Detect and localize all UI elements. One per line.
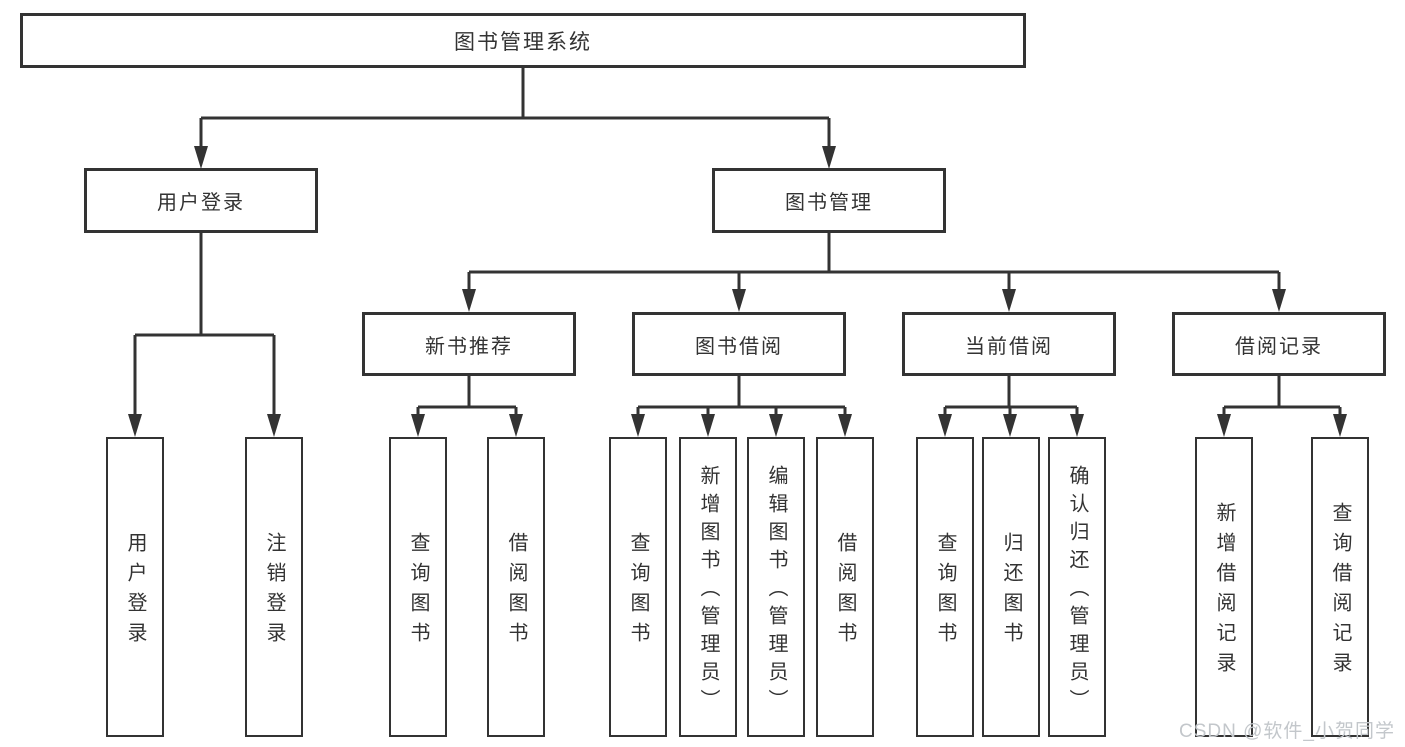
node-label: 编辑图书（管理员） <box>765 465 787 717</box>
node-library-management-system: 图书管理系统 <box>20 13 1026 68</box>
node-book-borrowing: 图书借阅 <box>632 312 846 376</box>
node-label: 归还图书 <box>1000 532 1022 652</box>
node-user-login: 用户登录 <box>84 168 318 233</box>
node-label: 图书借阅 <box>695 335 783 358</box>
node-cb-confirm-return-admin: 确认归还（管理员） <box>1048 437 1106 737</box>
node-nbr-query-books: 查询图书 <box>389 437 447 737</box>
node-logout: 注销登录 <box>245 437 303 737</box>
node-label: 用户登录 <box>157 192 245 214</box>
node-label: 注销登录 <box>263 532 285 652</box>
node-user-login-leaf: 用户登录 <box>106 437 164 737</box>
watermark: CSDN @软件_小贺同学 <box>1179 721 1395 742</box>
node-borrowing-records: 借阅记录 <box>1172 312 1386 376</box>
node-label: 图书管理 <box>785 192 873 214</box>
node-label: 查询图书 <box>627 532 649 652</box>
node-label: 借阅记录 <box>1235 335 1323 358</box>
node-label: 当前借阅 <box>965 335 1053 358</box>
node-br-add-record: 新增借阅记录 <box>1195 437 1253 737</box>
node-new-book-recommendation: 新书推荐 <box>362 312 576 376</box>
node-cb-return-books: 归还图书 <box>982 437 1040 737</box>
node-label: 用户登录 <box>124 532 146 652</box>
node-label: 图书管理系统 <box>454 30 592 54</box>
node-current-borrowing: 当前借阅 <box>902 312 1116 376</box>
node-br-query-record: 查询借阅记录 <box>1311 437 1369 737</box>
node-label: 借阅图书 <box>505 532 527 652</box>
node-label: 查询图书 <box>934 532 956 652</box>
node-label: 查询借阅记录 <box>1329 502 1351 682</box>
node-cb-query-books: 查询图书 <box>916 437 974 737</box>
node-bb-borrow-books: 借阅图书 <box>816 437 874 737</box>
node-nbr-borrow-books: 借阅图书 <box>487 437 545 737</box>
node-bb-add-books-admin: 新增图书（管理员） <box>679 437 737 737</box>
node-label: 确认归还（管理员） <box>1066 465 1088 717</box>
node-label: 新书推荐 <box>425 335 513 358</box>
node-bb-edit-books-admin: 编辑图书（管理员） <box>747 437 805 737</box>
node-label: 查询图书 <box>407 532 429 652</box>
node-book-management: 图书管理 <box>712 168 946 233</box>
node-label: 新增图书（管理员） <box>697 465 719 717</box>
node-bb-query-books: 查询图书 <box>609 437 667 737</box>
node-label: 借阅图书 <box>834 532 856 652</box>
node-label: 新增借阅记录 <box>1213 502 1235 682</box>
